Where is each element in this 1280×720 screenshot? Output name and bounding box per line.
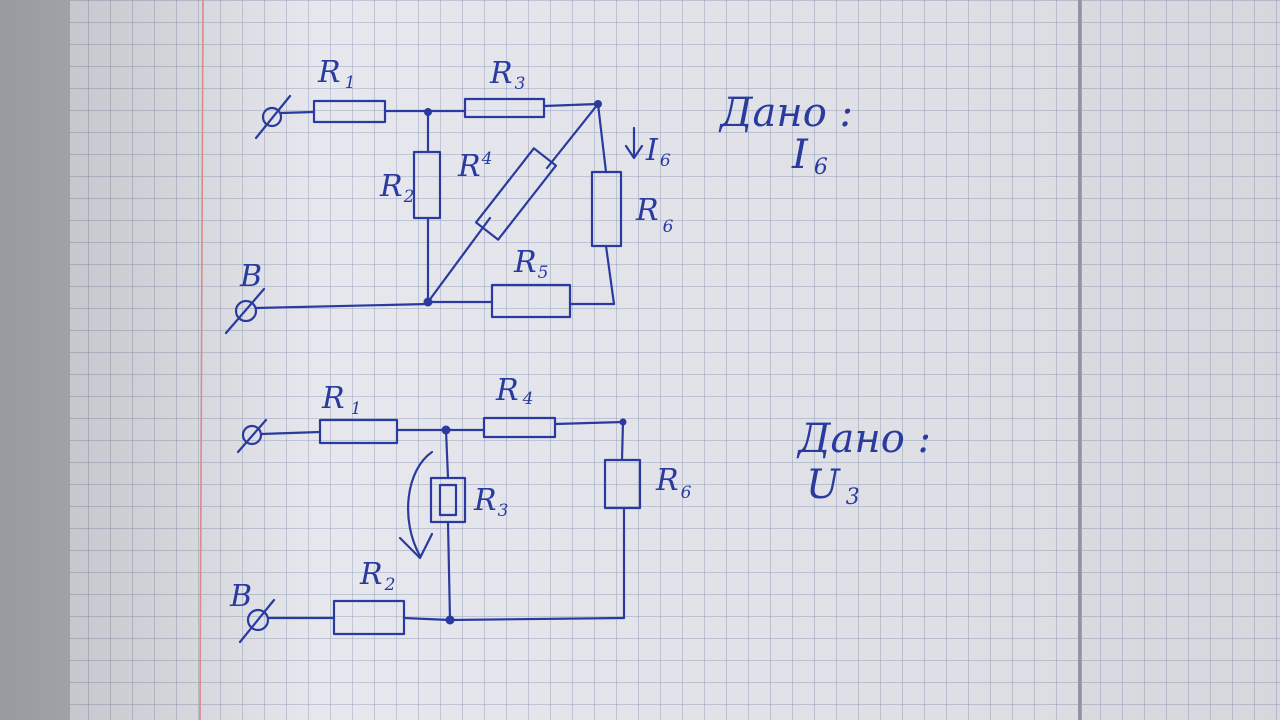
wire [279, 110, 316, 115]
label-terminal-b-top: B [239, 259, 262, 294]
margin-line [199, 0, 204, 720]
terminal-b-bottom [246, 608, 270, 632]
wire [596, 102, 608, 174]
label-r4-top: R4 [457, 149, 492, 184]
terminal-b-bottom-slash [238, 598, 276, 644]
resistor-r1-top [312, 99, 387, 124]
node [424, 108, 432, 116]
terminal-a-top-slash [254, 94, 292, 140]
wire [402, 616, 452, 622]
circuit-bottom-wires [236, 418, 626, 644]
given-title-bottom: Дано : [796, 416, 931, 462]
circuit-top-wires [224, 94, 616, 335]
resistor-r1-bottom [318, 418, 399, 445]
resistor-r3-bottom-inner [438, 483, 458, 517]
wire [604, 244, 616, 306]
wire [542, 102, 600, 108]
node [594, 100, 602, 108]
label-terminal-b-bottom: B [229, 579, 252, 614]
resistor-r6-top [590, 170, 623, 248]
node [423, 297, 433, 307]
resistor-r6-bottom [603, 458, 642, 510]
resistor-r3-bottom [429, 476, 467, 524]
terminal-a-top [261, 106, 283, 128]
resistor-r5-top [490, 283, 572, 319]
current-arrow-i6 [624, 126, 644, 160]
terminal-b-top [234, 299, 258, 323]
wire [448, 616, 626, 622]
label-r2-top: R2 [379, 169, 414, 207]
node [619, 418, 627, 426]
wire [259, 430, 322, 436]
wire [254, 302, 430, 310]
node [441, 425, 451, 435]
label-r5-top: R5 [513, 245, 548, 283]
wire [545, 102, 600, 170]
resistor-r2-bottom [332, 599, 406, 636]
wire [620, 420, 625, 462]
wire [446, 520, 452, 622]
wire [444, 428, 450, 480]
terminal-a-bottom-slash [236, 418, 268, 454]
label-r3-bottom: R3 [473, 483, 508, 521]
node [445, 615, 455, 625]
given-title-top: Дано : [718, 90, 853, 136]
voltage-arrow-u3 [398, 450, 434, 560]
resistor-r2-top [412, 150, 442, 220]
resistor-r3-top [463, 97, 546, 119]
wire [426, 216, 492, 304]
resistor-r4-top [474, 147, 558, 241]
resistor-r4-bottom [482, 416, 557, 439]
terminal-b-top-slash [224, 287, 266, 335]
wire [553, 420, 625, 426]
